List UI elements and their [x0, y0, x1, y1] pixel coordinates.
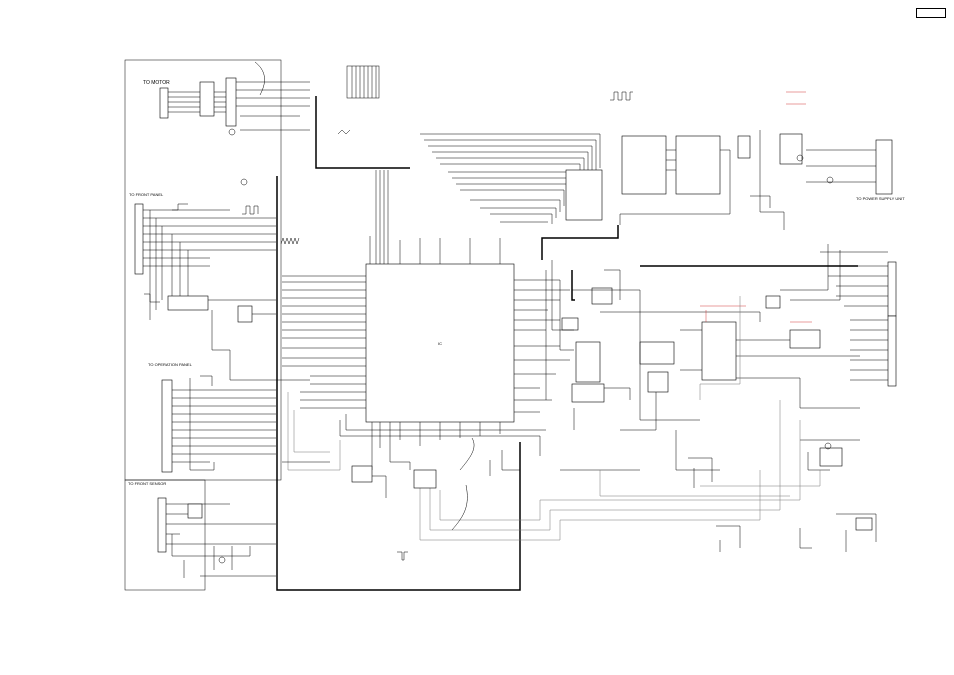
- mcu-left-gray-traces: [282, 392, 341, 471]
- flat-cable-block: [346, 65, 380, 99]
- pulse-waveform-icon: [337, 129, 351, 135]
- motor-connector-label: TO MOTOR: [143, 80, 170, 86]
- power-supply-connector-label: TO POWER SUPPLY UNIT: [856, 196, 905, 201]
- left-connector-frame: [124, 59, 282, 591]
- pulse-waveform-icon: [397, 551, 408, 561]
- connector-symbol: [875, 139, 893, 195]
- mcu-bottom-pins: [339, 414, 546, 470]
- bottom-center-components: [351, 450, 520, 498]
- lower-right-circuits: [560, 430, 877, 552]
- front-panel-connector: TO FRONT PANEL: [129, 192, 310, 381]
- mcu-right-pins: [514, 279, 570, 413]
- pulse-waveform-icon: [242, 205, 259, 215]
- operation-panel-connector: TO OPERATION PANEL: [148, 362, 276, 473]
- pulse-waveform-icon: [172, 203, 188, 211]
- svg-text:IC: IC: [438, 341, 442, 346]
- front-sensor-connector-label: TO FRONT SENSOR: [128, 481, 166, 486]
- front-sensor-connector: TO FRONT SENSOR: [128, 481, 276, 578]
- mcu-left-pins: [282, 275, 366, 409]
- main-mcu-chip: IC: [365, 263, 515, 423]
- page-number-box: [916, 8, 946, 18]
- transistor-symbol: [228, 128, 236, 136]
- motor-driver-ic: [199, 81, 215, 117]
- pulse-waveform-icon: [144, 293, 160, 303]
- gray-return-traces: [419, 400, 821, 541]
- motor-connector: TO MOTOR: [143, 61, 310, 186]
- front-panel-connector-label: TO FRONT PANEL: [129, 192, 164, 197]
- pulse-waveform-icon: [280, 237, 300, 245]
- right-connectors: [780, 244, 897, 387]
- power-supply-section: TO POWER SUPPLY UNIT: [737, 91, 905, 230]
- analog-section: [545, 260, 860, 431]
- mcu-top-pins: [369, 170, 501, 264]
- pulse-waveform-icon: [610, 91, 633, 101]
- operation-panel-connector-label: TO OPERATION PANEL: [148, 362, 193, 367]
- memory-ic-pair: [565, 135, 731, 225]
